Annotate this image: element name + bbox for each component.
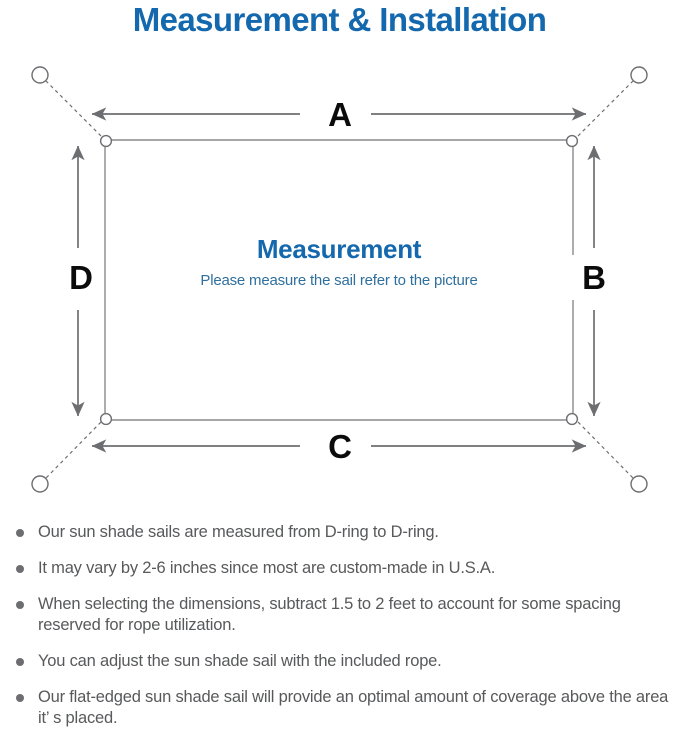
bullet-icon: [16, 565, 24, 573]
diagram-svg: [31, 66, 648, 493]
rope-line-bottom-right: [577, 421, 634, 479]
dimension-label-c: C: [309, 427, 371, 466]
sail-caption-subtitle: Please measure the sail refer to the pic…: [200, 272, 478, 289]
anchor-points-group: [31, 66, 648, 493]
dimension-arrows-group: [71, 107, 601, 453]
list-item-text: When selecting the dimensions, subtract …: [38, 595, 621, 634]
anchor-point-bottom-right: [630, 475, 648, 493]
d-ring-top-left: [99, 134, 113, 148]
list-item: Our sun shade sails are measured from D-…: [12, 522, 672, 543]
list-item: You can adjust the sun shade sail with t…: [12, 651, 672, 672]
list-item: It may vary by 2-6 inches since most are…: [12, 558, 672, 579]
anchor-point-top-right: [630, 66, 648, 84]
list-item-text: It may vary by 2-6 inches since most are…: [38, 559, 496, 577]
list-item-text: Our sun shade sails are measured from D-…: [38, 523, 439, 541]
list-item-text: You can adjust the sun shade sail with t…: [38, 652, 442, 670]
d-ring-bottom-right: [565, 412, 579, 426]
rope-line-top-right: [577, 80, 634, 137]
bullet-icon: [16, 658, 24, 666]
sail-measurement-diagram: A C D B Measurement Please measure the s…: [0, 44, 679, 514]
dimension-label-b: B: [571, 255, 617, 300]
anchor-point-bottom-left: [31, 475, 49, 493]
bullet-icon: [16, 601, 24, 609]
dimension-label-a: A: [309, 95, 371, 134]
anchor-point-top-left: [31, 66, 49, 84]
page-title: Measurement & Installation: [132, 1, 547, 38]
notes-list: Our sun shade sails are measured from D-…: [12, 522, 672, 729]
d-ring-bottom-left: [99, 412, 113, 426]
sail-caption: Measurement Please measure the sail refe…: [105, 234, 573, 292]
sail-caption-heading: Measurement: [256, 234, 422, 264]
bullet-icon: [16, 529, 24, 537]
d-rings-group: [99, 134, 579, 426]
list-item-text: Our flat-edged sun shade sail will provi…: [38, 688, 669, 727]
d-ring-top-right: [565, 134, 579, 148]
bullet-icon: [16, 694, 24, 702]
rope-line-top-left: [45, 80, 102, 137]
rope-line-bottom-left: [45, 421, 102, 479]
dimension-label-d: D: [58, 255, 104, 300]
list-item: When selecting the dimensions, subtract …: [12, 594, 672, 636]
list-item: Our flat-edged sun shade sail will provi…: [12, 687, 672, 729]
